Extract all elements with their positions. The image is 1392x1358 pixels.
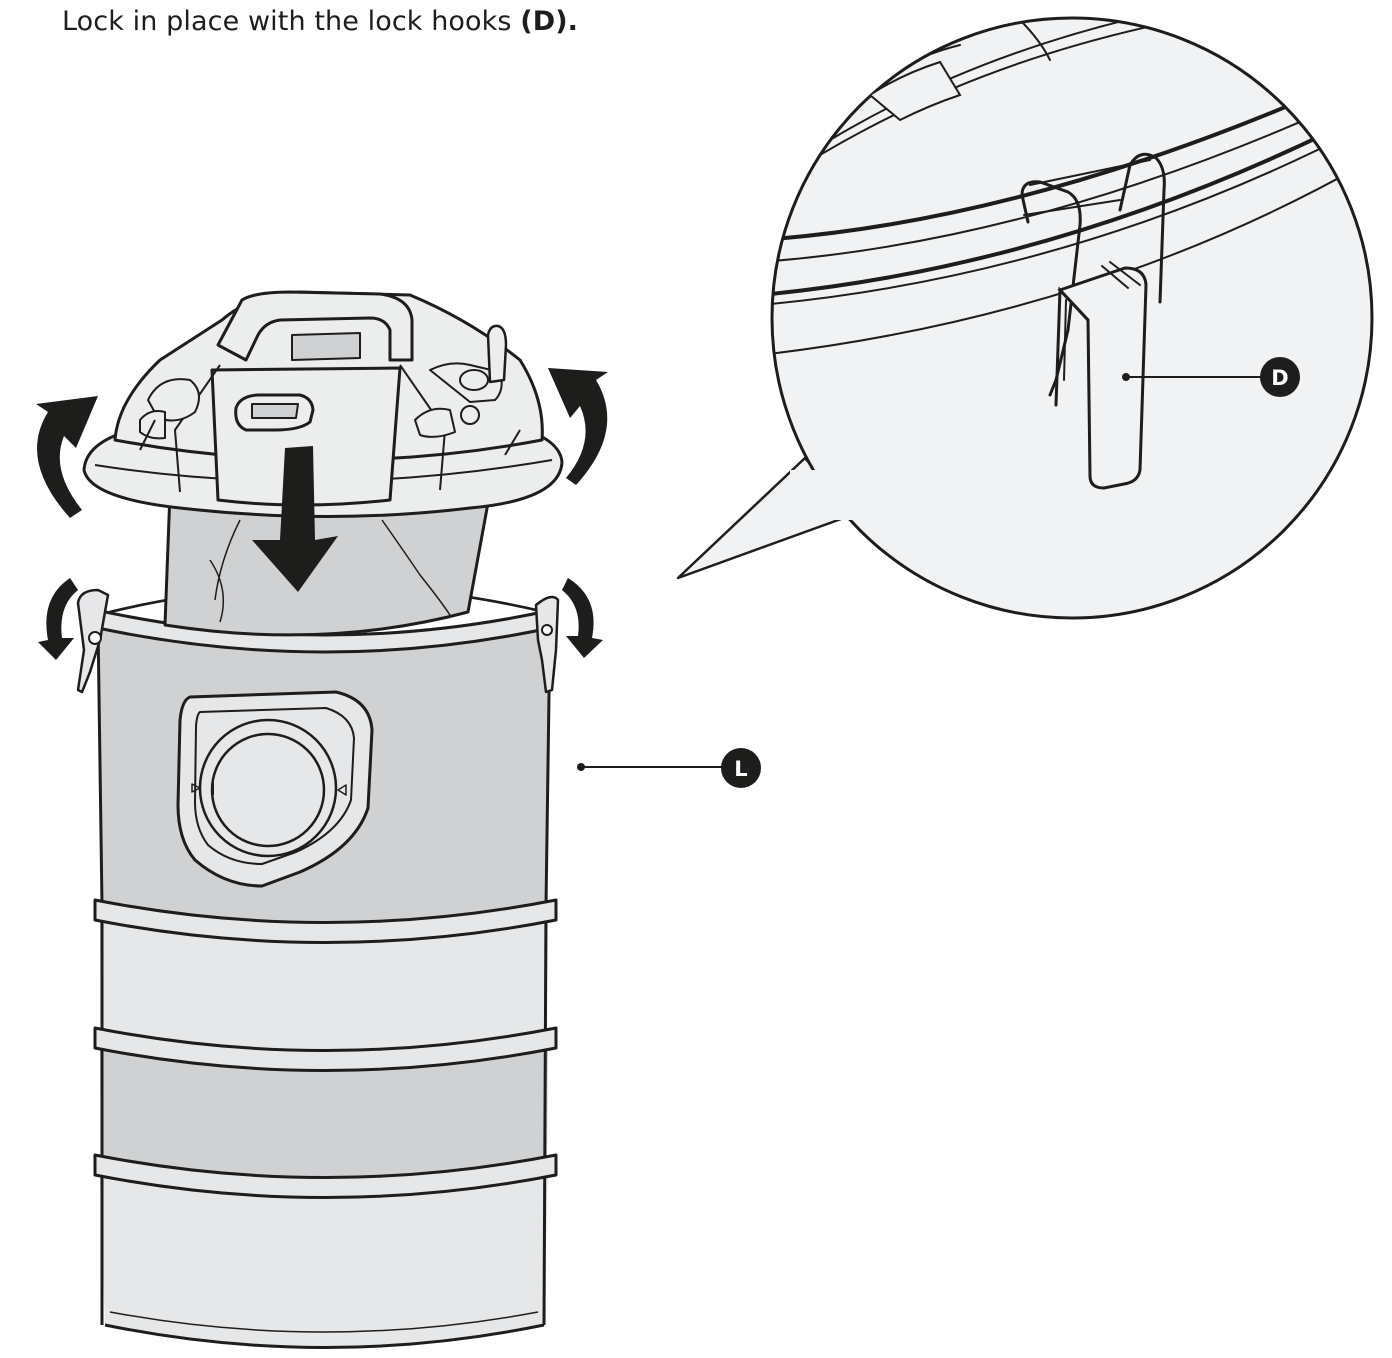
curved-arrow-down-right-icon [562, 578, 603, 658]
callout-d: D [1122, 357, 1300, 397]
magnifier-circle [770, 16, 1374, 620]
inlet-port [176, 690, 374, 888]
callout-l: L [577, 748, 761, 788]
filter-bag [163, 490, 492, 637]
curved-arrow-down-left-icon [38, 578, 78, 660]
callout-d-label: D [1271, 366, 1288, 390]
down-arrow-icon [252, 446, 338, 592]
container-drum: L [76, 584, 761, 1349]
lock-hook-right [534, 595, 560, 694]
insert-arrow [252, 446, 338, 592]
detail-magnifier: D [676, 16, 1374, 620]
motor-lid [82, 290, 564, 518]
instruction-text: Lock in place with the lock hooks (D). [62, 2, 578, 42]
curved-arrow-clockwise-icon [548, 368, 608, 485]
instruction-body: Lock in place with the lock hooks [62, 6, 521, 37]
rotate-arrows [36, 368, 608, 660]
instruction-reference: (D). [520, 6, 578, 37]
curved-arrow-counterclockwise-icon [36, 396, 98, 518]
lock-hook-left [76, 588, 110, 694]
callout-l-label: L [734, 757, 747, 781]
